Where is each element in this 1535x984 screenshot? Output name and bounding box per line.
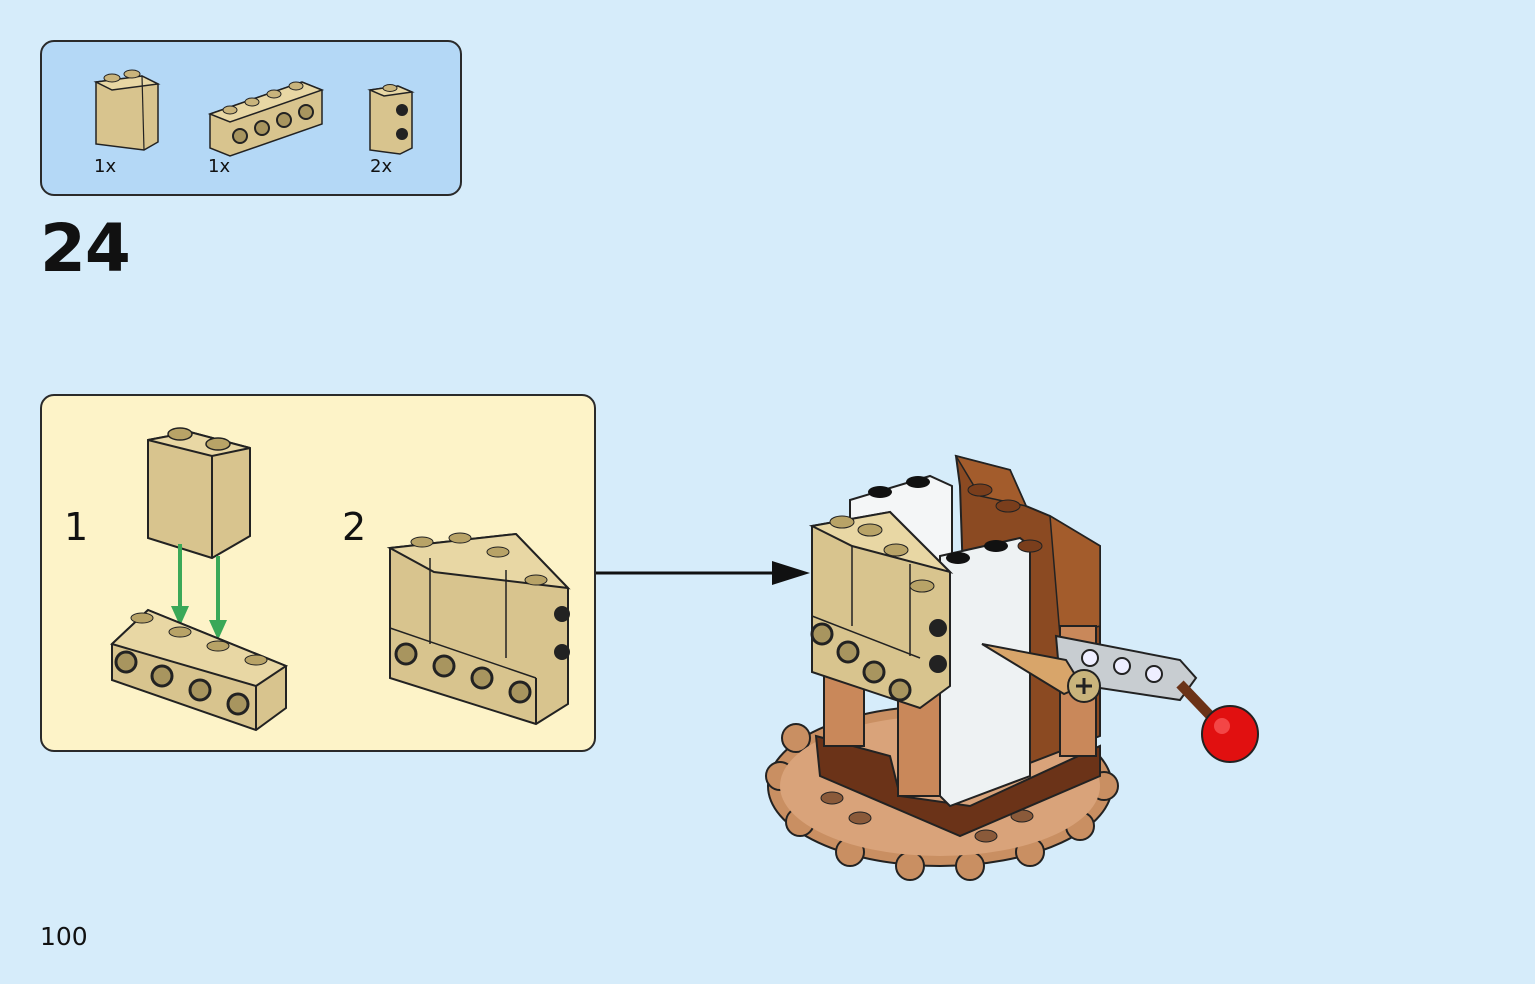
- page-number: 100: [40, 922, 88, 951]
- sub-assembly-box: 1 2: [40, 394, 596, 752]
- part-1-quantity: 1x: [94, 156, 117, 177]
- brick-1x4-side-studs-icon: [207, 81, 325, 157]
- part-3-quantity: 2x: [370, 156, 393, 177]
- parts-list-box: 1x 1x 2x: [40, 40, 462, 196]
- sub-step-1-label: 1: [64, 505, 89, 549]
- brick-1x1-side-studs-icon: [367, 84, 415, 155]
- sub-step-1-illustration: [110, 427, 289, 732]
- lego-model-icon: [765, 454, 1259, 881]
- placement-arrow-icon: [596, 561, 810, 585]
- step-number: 24: [40, 210, 131, 287]
- part-2-quantity: 1x: [208, 156, 231, 177]
- brick-1x2x2-icon: [93, 69, 161, 151]
- sub-step-2-label: 2: [342, 505, 367, 549]
- sub-step-2-illustration: [386, 532, 571, 726]
